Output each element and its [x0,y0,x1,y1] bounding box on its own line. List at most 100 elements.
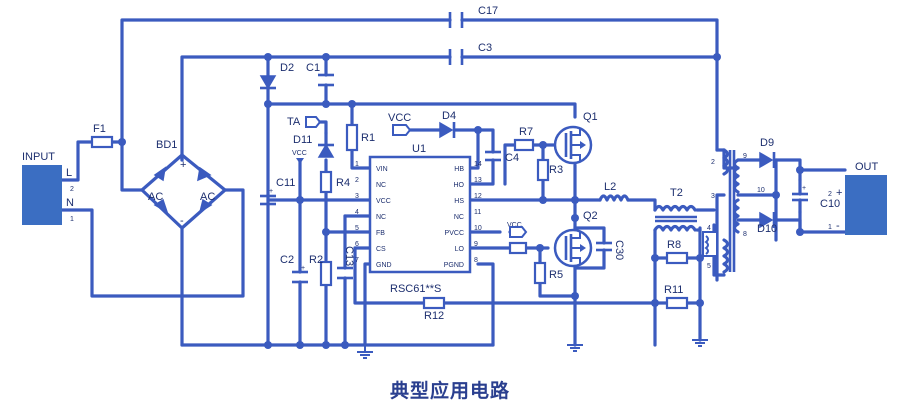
t2-pin-2: 2 [711,159,715,166]
capacitor-c2: + C2 [280,254,308,284]
d9-label: D9 [760,137,774,149]
q1-label: Q1 [583,111,598,123]
c30-label: C30 [613,240,625,260]
ic-pin-name: GND [376,262,392,269]
resistor-r11: R11 [664,284,689,310]
resistor-r8: R8 [665,239,689,265]
ic-pin-name: VCC [376,198,391,205]
c1-label: C1 [306,62,320,74]
bridge-rectifier-bd1: BD1 AC AC + - [140,139,227,230]
ground-icon [567,338,583,352]
r4-label: R4 [336,177,350,189]
c11-plus: + [269,188,273,195]
t2-pin-9: 9 [743,153,747,160]
ic-pin-number: 8 [474,257,478,264]
vcc-d11: VCC [292,150,307,164]
c17-label: C17 [478,5,498,17]
ic-pin-name: FB [376,230,385,237]
r12-label: R12 [424,310,444,322]
ic-pin-name: PVCC [445,230,464,237]
ic-pin-number: 6 [355,241,359,248]
capacitor-c3: C3 [448,42,492,65]
c11-label: C11 [276,177,295,189]
l2-label: L2 [604,181,616,193]
ic-pin-name: LO [455,246,465,253]
resistor-r4: R4 [319,170,350,194]
ic-pin-name: CS [376,246,386,253]
ic-pin-number: 4 [355,209,359,216]
input-pin-num-2: 2 [70,186,74,193]
input-connector: INPUT L 2 N 1 [22,151,74,225]
t2-pin-3: 3 [711,193,715,200]
ic-pin-name: NC [376,214,386,221]
resistor-r3: R3 [536,158,563,182]
ta-label: TA [287,116,301,128]
out-label: OUT [855,161,879,173]
transformer-t2: T2 4 5 [653,187,718,270]
ic-pin-number: 11 [474,209,481,216]
ic-pin-number: 1 [355,161,359,168]
vcc-terminal-q2: VCC [507,222,528,238]
input-label: INPUT [22,151,55,163]
ta-terminal: TA [287,116,328,135]
ground-symbols [357,335,708,359]
diode-d4: D4 [439,110,456,139]
input-pin-n: N [66,197,74,209]
r1-label: R1 [361,132,375,144]
out-pin-num-2: 2 [828,191,832,198]
capacitor-c1: C1 [306,62,334,87]
t2-pin-8: 8 [743,231,747,238]
resistor-r7: R7 [513,126,535,152]
t2-pin-5: 5 [707,263,711,270]
ic-pin-number: 5 [355,225,359,232]
t2-pin-4: 4 [707,225,711,232]
vcc-terminal-top: VCC [388,112,411,136]
ic-pin-name: HS [454,198,464,205]
capacitor-c30: C30 [596,240,625,260]
r11-label: R11 [664,284,683,296]
ic-pin-name: PGND [444,262,464,269]
resistor-r5: R5 [533,261,563,285]
f1-label: F1 [93,123,106,135]
c2-plus: + [301,265,305,272]
capacitor-c10: + C10 [792,178,840,214]
input-pin-l: L [66,167,72,179]
diode-d2: D2 [259,62,294,90]
capacitor-c13: C13 [337,246,355,280]
ic-pin-name: VIN [376,166,388,173]
fuse-f1: F1 [90,123,114,149]
input-pin-num-1: 1 [70,216,74,223]
r5-label: R5 [549,269,563,281]
ic-pin-number: 3 [355,193,359,200]
d10-label: D10 [757,223,777,235]
resistor-lo [508,241,528,255]
vcc-label-top: VCC [388,112,411,124]
transformer-secondary: 2 3 9 10 8 [711,148,765,274]
vcc-label-d11: VCC [292,150,307,157]
bridge-ac-right: AC [200,191,215,203]
ic-pin-number: 13 [474,177,482,184]
r3-label: R3 [549,164,563,176]
junction-dots [118,53,804,349]
ic-pin-name: HB [454,166,464,173]
ic-pin-number: 2 [355,177,359,184]
c10-label: C10 [820,198,840,210]
ground-icon [357,345,373,359]
u1-part-number: RSC61**S [390,283,441,295]
mosfet-q2: Q2 [553,210,598,268]
d2-label: D2 [280,62,294,74]
ic-pin-number: 10 [474,225,482,232]
u1-label: U1 [412,143,426,155]
ic-pin-number: 7 [355,257,359,264]
mosfet-q1: Q1 [553,111,598,165]
diode-d11: D11 [293,134,335,158]
c13-label: C13 [343,246,355,266]
c3-label: C3 [478,42,492,54]
inductor-l2: L2 [598,181,630,202]
out-plus: + [836,187,842,199]
r2-label: R2 [309,254,323,266]
